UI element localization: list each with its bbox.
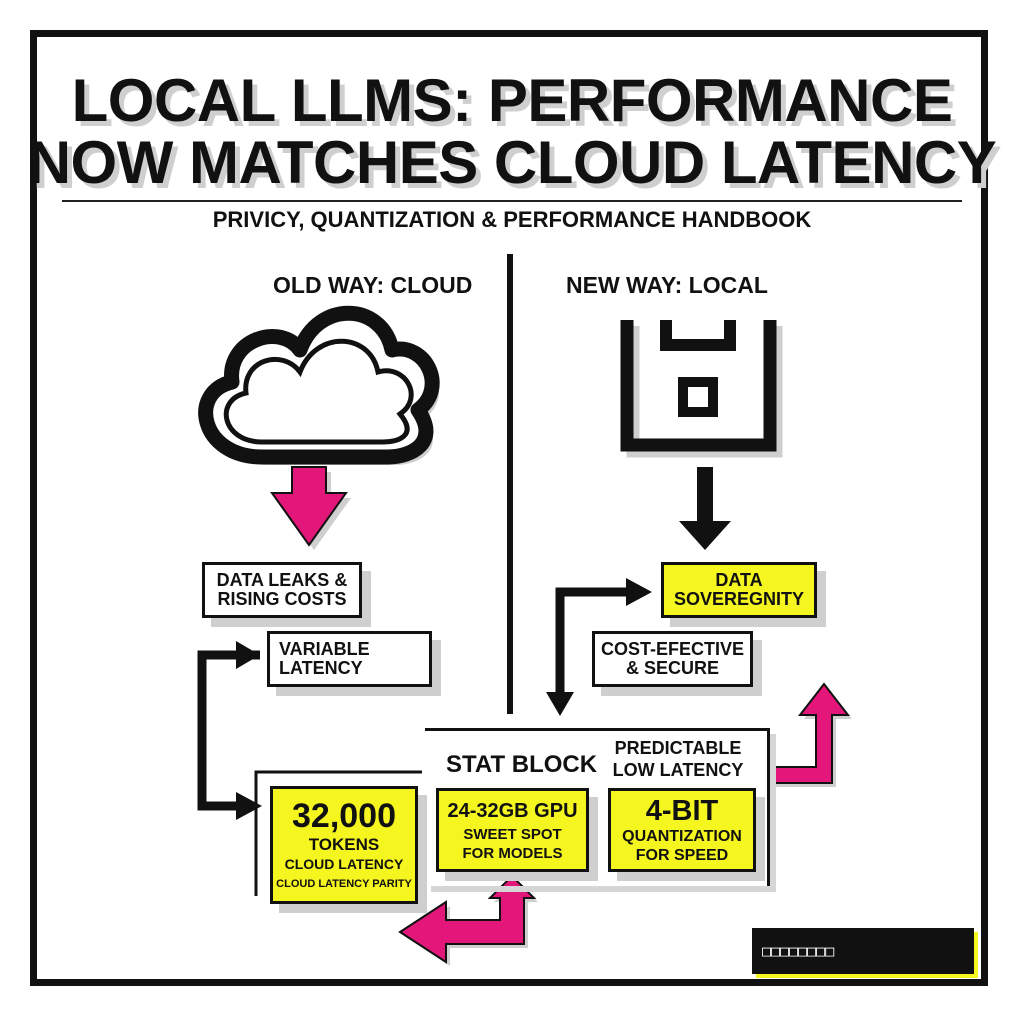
predictable-line-2: LOW LATENCY <box>612 760 744 780</box>
gpu-line-1: SWEET SPOT <box>463 826 562 843</box>
magenta-left-arrow <box>398 874 538 966</box>
quantization-value: 4-BIT <box>645 795 719 827</box>
title-rule <box>62 200 962 202</box>
data-sovereignty-line-2: SOVEREGNITY <box>673 589 805 609</box>
subtitle: PRIVICY, QUANTIZATION & PERFORMANCE HAND… <box>212 207 812 232</box>
predictable-latency-label: PREDICTABLE LOW LATENCY <box>608 737 748 781</box>
stat-block-panel <box>425 728 770 886</box>
data-sovereignty-line-1: DATA <box>715 570 763 591</box>
tokens-value: 32,000 <box>292 796 396 835</box>
title-line-2: NOW MATCHES CLOUD LATENCY <box>27 129 997 196</box>
stat-block-bracket <box>254 770 422 896</box>
magenta-up-arrow <box>771 682 852 787</box>
quantization-stat-box: 4-BIT QUANTIZATION FOR SPEED <box>608 788 756 872</box>
gpu-value: 24-32GB GPU <box>447 800 578 822</box>
footer-badge: □□□□□□□□ <box>752 928 974 974</box>
gpu-line-2: FOR MODELS <box>462 845 563 862</box>
variable-latency-line-2: LATENCY <box>279 658 363 678</box>
data-leaks-line-1: DATA LEAKS & <box>216 570 348 591</box>
left-heading: OLD WAY: CLOUD <box>273 272 473 298</box>
quantization-line-2: FOR SPEED <box>635 847 729 864</box>
variable-latency-box: VARIABLE LATENCY <box>267 631 432 687</box>
predictable-line-1: PREDICTABLE <box>614 738 742 758</box>
stat-block-label: STAT BLOCK <box>446 751 598 778</box>
local-device-icon <box>620 320 783 458</box>
cost-effective-line-2: & SECURE <box>625 658 719 678</box>
tokens-stat-box: 32,000 TOKENS CLOUD LATENCY CLOUD LATENC… <box>270 786 418 904</box>
tokens-line-3: CLOUD LATENCY PARITY <box>276 877 412 890</box>
cloud-down-arrow <box>270 466 351 550</box>
right-heading: NEW WAY: LOCAL <box>566 272 768 298</box>
cost-effective-line-1: COST-EFECTIVE <box>600 639 744 660</box>
local-down-arrow <box>679 467 731 550</box>
title-line-1: LOCAL LLMS: PERFORMANCE <box>71 67 953 134</box>
variable-latency-line-1: VARIABLE <box>279 639 370 660</box>
cloud-icon <box>198 305 440 465</box>
tokens-line-2: CLOUD LATENCY <box>284 855 404 872</box>
left-elbow-connector <box>197 641 262 820</box>
right-elbow-connector <box>546 578 652 716</box>
data-sovereignty-box: DATA SOVEREGNITY <box>661 562 817 618</box>
data-leaks-line-2: RISING COSTS <box>217 589 347 609</box>
gpu-stat-box: 24-32GB GPU SWEET SPOT FOR MODELS <box>436 788 589 872</box>
quantization-line-1: QUANTIZATION <box>622 828 742 845</box>
data-leaks-box: DATA LEAKS & RISING COSTS <box>202 562 362 618</box>
column-divider <box>507 254 513 714</box>
cost-effective-box: COST-EFECTIVE & SECURE <box>592 631 753 687</box>
tokens-label: TOKENS <box>308 834 380 854</box>
